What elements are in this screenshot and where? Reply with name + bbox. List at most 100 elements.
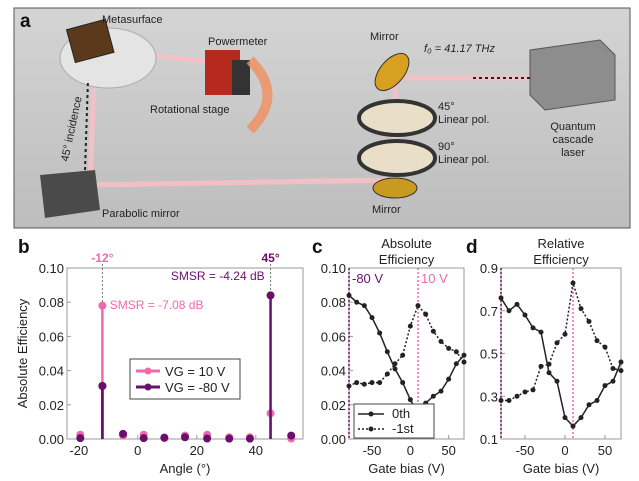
data-point-purple bbox=[225, 434, 234, 443]
legend-box bbox=[353, 403, 435, 439]
panel-d-xtick-label: -50 bbox=[516, 443, 535, 458]
data-point--1st bbox=[594, 338, 600, 344]
vline-label-pink: 10 V bbox=[421, 271, 448, 286]
panel-b-xtick-label: 40 bbox=[249, 443, 263, 458]
panel-b-ylabel: Absolute Efficiency bbox=[15, 298, 30, 408]
panel-c-ytick-label: 0.06 bbox=[321, 329, 346, 344]
angle-label: -12° bbox=[91, 251, 113, 265]
label-metasurface: Metasurface bbox=[102, 14, 163, 26]
powermeter-base-shape bbox=[232, 60, 250, 95]
data-point-0th bbox=[369, 315, 375, 321]
panel-a-label: a bbox=[20, 11, 31, 32]
panel-d-title: Relative bbox=[538, 236, 585, 251]
data-point-0th bbox=[384, 349, 390, 355]
data-point-purple bbox=[287, 431, 296, 440]
label-mirror-top: Mirror bbox=[370, 31, 399, 43]
data-point--1st bbox=[430, 328, 436, 334]
panel-c-title: Efficiency bbox=[379, 252, 435, 267]
data-point--1st bbox=[407, 323, 413, 329]
polarizer-90-shape bbox=[357, 139, 437, 177]
series-line-0th bbox=[348, 294, 465, 415]
series-line--1st bbox=[348, 304, 465, 387]
data-point-0th bbox=[514, 301, 520, 307]
data-point-purple bbox=[98, 381, 107, 390]
data-point-0th bbox=[610, 378, 616, 384]
legend-marker bbox=[368, 426, 374, 432]
data-point--1st bbox=[618, 368, 624, 374]
metasurface-shape bbox=[65, 18, 115, 64]
panel-c-ytick-label: 0.00 bbox=[321, 432, 346, 447]
data-point-0th bbox=[430, 393, 436, 399]
data-point-0th bbox=[400, 380, 406, 386]
panel-c-label: c bbox=[312, 237, 323, 258]
data-point--1st bbox=[361, 381, 367, 387]
vline-label-purple: -80 V bbox=[352, 271, 383, 286]
panel-c-ytick-label: 0.08 bbox=[321, 295, 346, 310]
panel-b-xtick-label: 0 bbox=[134, 443, 141, 458]
panel-b-xlabel: Angle (°) bbox=[160, 461, 211, 476]
data-point-0th bbox=[618, 359, 624, 365]
data-point--1st bbox=[570, 280, 576, 286]
data-point-0th bbox=[377, 330, 383, 336]
label-laser-2: cascade bbox=[553, 134, 594, 146]
data-point--1st bbox=[586, 318, 592, 324]
data-point-0th bbox=[562, 415, 568, 421]
panel-d-axes-frame bbox=[500, 267, 622, 440]
legend-entry: -1st bbox=[392, 421, 414, 436]
legend-entry: 0th bbox=[392, 406, 410, 421]
data-point-0th bbox=[461, 352, 467, 358]
panel-b-ytick-label: 0.00 bbox=[39, 432, 64, 447]
panel-d-ytick-label: 0.1 bbox=[480, 432, 498, 447]
data-point-0th bbox=[361, 303, 367, 309]
data-point--1st bbox=[554, 340, 560, 346]
data-point--1st bbox=[384, 371, 390, 377]
legend-box bbox=[129, 358, 241, 400]
rotation-arrow-icon bbox=[246, 56, 273, 134]
data-point--1st bbox=[562, 331, 568, 337]
panel-b-xtick-label: 20 bbox=[190, 443, 204, 458]
smsr-label-10v: SMSR = -7.08 dB bbox=[110, 298, 204, 312]
data-point-pink bbox=[98, 301, 107, 310]
data-point--1st bbox=[392, 361, 398, 367]
data-point--1st bbox=[346, 383, 352, 389]
label-frequency: f₀ = 41.17 THz bbox=[424, 43, 495, 55]
data-point-0th bbox=[346, 292, 352, 298]
label-laser-3: laser bbox=[561, 147, 585, 159]
label-pol45-type: Linear pol. bbox=[438, 114, 489, 126]
data-point-purple bbox=[139, 434, 148, 443]
panel-c-xlabel: Gate bias (V) bbox=[368, 461, 445, 476]
data-point--1st bbox=[602, 344, 608, 350]
data-point--1st bbox=[377, 380, 383, 386]
data-point-0th bbox=[498, 295, 504, 301]
panel-d-ytick-label: 0.3 bbox=[480, 389, 498, 404]
legend-entry: VG = -80 V bbox=[165, 380, 230, 395]
data-point-0th bbox=[506, 308, 512, 314]
data-point-0th bbox=[594, 398, 600, 404]
label-pol90-angle: 90° bbox=[438, 141, 455, 153]
data-point--1st bbox=[446, 345, 452, 351]
data-point--1st bbox=[461, 359, 467, 365]
series-line-0th bbox=[500, 297, 622, 428]
panel-d-title: Efficiency bbox=[533, 252, 589, 267]
smsr-label-minus80v: SMSR = -4.24 dB bbox=[171, 269, 265, 283]
data-point-0th bbox=[554, 378, 560, 384]
data-point--1st bbox=[354, 380, 360, 386]
data-point-0th bbox=[586, 402, 592, 408]
quantum-cascade-laser-shape bbox=[529, 39, 616, 111]
data-point--1st bbox=[369, 380, 375, 386]
panel-b-ytick-label: 0.10 bbox=[39, 261, 64, 276]
data-point-purple bbox=[160, 433, 169, 442]
data-point-0th bbox=[522, 312, 528, 318]
mirror-bottom-shape bbox=[372, 177, 418, 199]
panel-c-ytick-label: 0.02 bbox=[321, 398, 346, 413]
data-point--1st bbox=[400, 352, 406, 358]
data-point--1st bbox=[578, 306, 584, 312]
panel-d-ytick-label: 0.9 bbox=[480, 261, 498, 276]
data-point-0th bbox=[354, 299, 360, 305]
data-point--1st bbox=[453, 349, 459, 355]
label-parabolic-mirror: Parabolic mirror bbox=[102, 208, 180, 220]
polarizer-45-shape bbox=[357, 99, 437, 137]
label-mirror-bottom: Mirror bbox=[372, 204, 401, 216]
data-point--1st bbox=[514, 393, 520, 399]
